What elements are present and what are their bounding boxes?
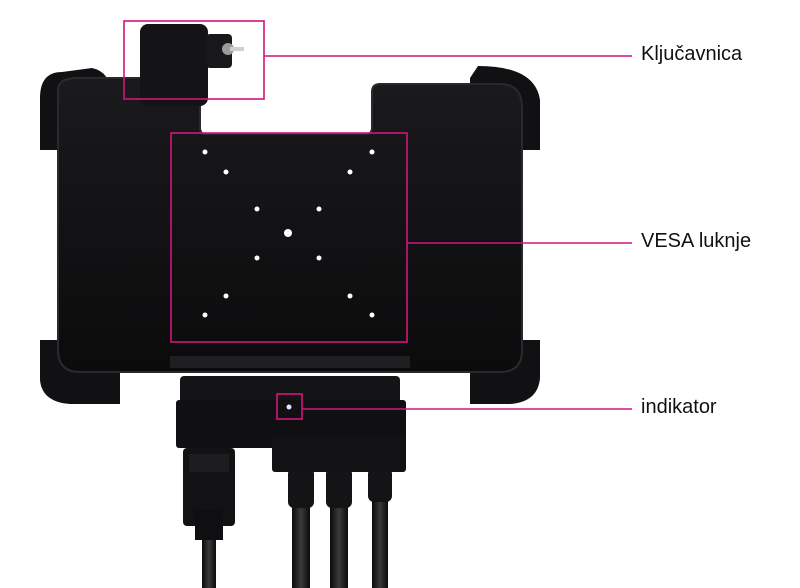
vesa-callout-box: [170, 132, 408, 343]
lock-housing: [140, 24, 208, 106]
lock-label: Ključavnica: [641, 43, 743, 65]
vesa-hole: [347, 293, 353, 299]
vesa-hole: [369, 149, 375, 155]
vesa-hole: [369, 312, 375, 318]
indicator-label: indikator: [641, 396, 717, 418]
cable: [202, 540, 216, 588]
vesa-hole: [316, 206, 322, 212]
vesa-hole: [316, 255, 322, 261]
callouts: [123, 20, 632, 420]
vesa-hole: [254, 255, 260, 261]
vesa-hole: [284, 229, 292, 237]
vesa-hole: [347, 169, 353, 175]
vesa-hole: [223, 293, 229, 299]
vesa-hole: [254, 206, 260, 212]
lock-callout-box: [123, 20, 265, 100]
vesa-holes-label: VESA luknje: [641, 230, 752, 252]
indicator-led: [286, 404, 292, 410]
cables: [183, 448, 392, 588]
cradle-body: [40, 24, 540, 472]
vesa-hole: [202, 149, 208, 155]
indicator-callout-box: [276, 393, 303, 420]
vesa-hole: [202, 312, 208, 318]
vesa-hole: [223, 169, 229, 175]
vesa-holes: [202, 149, 375, 318]
